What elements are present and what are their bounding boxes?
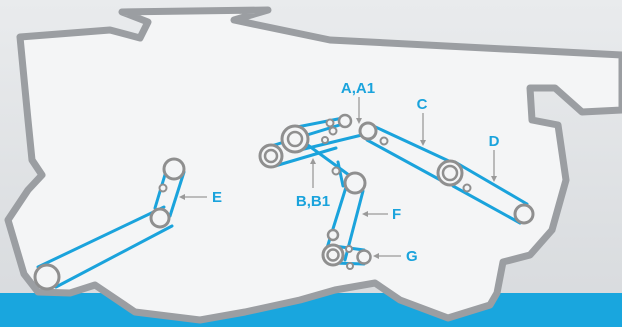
idler-e bbox=[158, 183, 168, 193]
labels: A,A1 B,B1 C D E F G bbox=[212, 80, 500, 265]
belt-d-lower bbox=[451, 184, 522, 225]
pulley-e-lower bbox=[33, 263, 61, 291]
idler-d bbox=[462, 183, 472, 193]
idler-a-2 bbox=[328, 126, 338, 136]
idler-a-1 bbox=[325, 118, 335, 128]
idler-f-small bbox=[326, 228, 340, 242]
belt-e-upper bbox=[36, 205, 166, 269]
arrow-g bbox=[373, 253, 379, 259]
belts bbox=[36, 115, 529, 289]
arrow-f bbox=[362, 211, 368, 217]
label-e: E bbox=[212, 189, 222, 206]
arrow-a bbox=[356, 118, 362, 124]
label-f: F bbox=[392, 206, 401, 223]
pulley-f-top bbox=[343, 171, 367, 195]
idler-c bbox=[379, 136, 389, 146]
belt-f-join bbox=[336, 160, 345, 188]
label-a: A,A1 bbox=[341, 80, 375, 97]
arrow-c bbox=[420, 140, 426, 146]
pulley-a-top bbox=[337, 113, 353, 129]
arrow-b bbox=[310, 158, 316, 164]
idler-g-1 bbox=[345, 245, 353, 253]
pulley-b-inner bbox=[263, 148, 279, 164]
pulley-a-inner bbox=[286, 130, 304, 148]
pulley-d-right bbox=[513, 203, 535, 225]
pulley-g-inner bbox=[326, 248, 340, 262]
pulley-g-right bbox=[356, 249, 372, 265]
label-d: D bbox=[489, 133, 500, 150]
leaders bbox=[179, 97, 497, 259]
pulley-e-mid bbox=[149, 207, 171, 229]
pulley-c-left bbox=[358, 121, 378, 141]
label-g: G bbox=[406, 248, 418, 265]
belt-e-lower bbox=[54, 224, 174, 289]
idler-f-top bbox=[331, 166, 341, 176]
pulleys bbox=[33, 113, 535, 291]
label-c: C bbox=[417, 96, 428, 113]
belt-c-lower bbox=[365, 138, 446, 184]
arrow-e bbox=[179, 194, 185, 200]
label-b: B,B1 bbox=[296, 193, 330, 210]
harvester-silhouette bbox=[4, 6, 622, 324]
arrow-d bbox=[491, 176, 497, 182]
pulley-e-top bbox=[162, 157, 186, 181]
belt-d-upper bbox=[453, 160, 529, 206]
belt-b-mid bbox=[303, 141, 355, 180]
belt-b-lower bbox=[273, 146, 338, 168]
machine-body bbox=[4, 6, 622, 324]
idler-a-3 bbox=[321, 136, 329, 144]
belt-c-upper bbox=[367, 122, 453, 164]
belt-e-vert-right bbox=[168, 170, 186, 218]
idler-g-2 bbox=[346, 262, 354, 270]
pulley-c-right-inner bbox=[441, 164, 459, 182]
